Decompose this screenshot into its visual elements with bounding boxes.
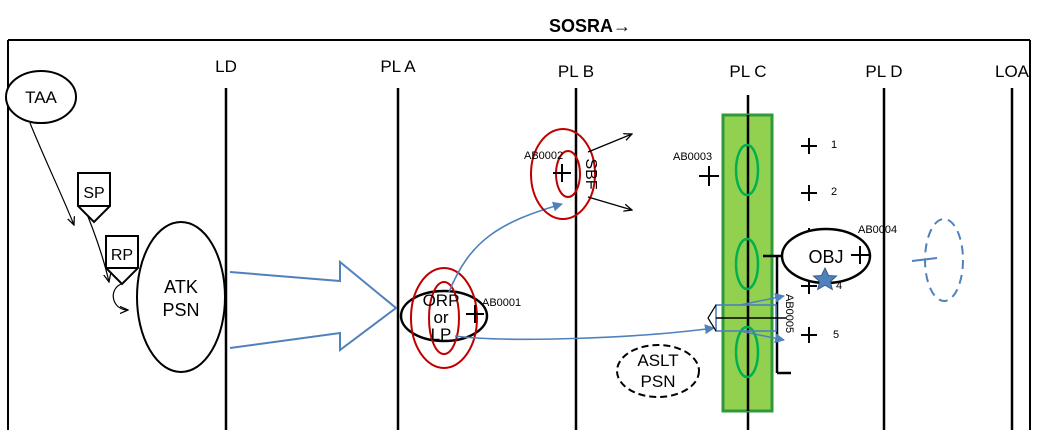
ab0005-chevron: [707, 304, 717, 332]
target-4-label: 4: [836, 280, 842, 292]
orp-outer-ring: [410, 267, 478, 369]
taa-node: [5, 70, 77, 124]
target-5: 5: [801, 327, 839, 343]
band-oval-2: [734, 237, 760, 291]
ab0004-label: AB0004: [858, 224, 897, 236]
phase-label-pl-a: PL A: [380, 57, 416, 76]
phase-label-ld: LD: [215, 57, 237, 76]
diagram-title: SOSRA→: [549, 16, 631, 36]
phase-label-pl-d: PL D: [865, 62, 902, 81]
sp-label: SP: [83, 185, 104, 202]
sbf-fire-arrow-2: [587, 196, 632, 210]
orp-label-3: LP: [431, 325, 452, 344]
ab0005-label: AB0005: [783, 294, 795, 333]
rp-label: RP: [111, 247, 133, 264]
dashed-blue-tick: [911, 257, 938, 262]
objective-star-icon: [812, 266, 838, 291]
sbf-outer-ring: [530, 128, 596, 220]
orp-node: [399, 289, 489, 343]
aslt-psn-label-2: PSN: [641, 372, 676, 391]
ab0003-label: AB0003: [673, 151, 712, 163]
rp-marker: [105, 235, 139, 286]
target-1-label: 1: [831, 139, 837, 151]
route-orp-sbf: [448, 201, 563, 293]
phase-label-pl-c: PL C: [729, 62, 766, 81]
phase-label-loa: LOA: [995, 62, 1030, 81]
sbf-label: SBF: [582, 158, 599, 189]
atk-psn-label-2: PSN: [162, 300, 199, 320]
sp-marker: [77, 172, 111, 224]
aslt-psn-label-1: ASLT: [637, 351, 678, 370]
target-1: 1: [801, 138, 837, 154]
band-oval-1: [734, 143, 760, 197]
ab0005-arrow-up: [739, 292, 785, 306]
sbf-fire-arrow-1: [587, 134, 632, 153]
band-oval-3: [734, 325, 760, 379]
axis-of-advance-arrow: [229, 259, 398, 352]
orp-inner-ring: [428, 281, 460, 355]
ab0002-label: AB0002: [524, 150, 563, 162]
target-5-label: 5: [833, 329, 839, 341]
ab0005-arrow-down: [739, 330, 785, 344]
target-2: 2: [801, 185, 837, 201]
target-2-label: 2: [831, 186, 837, 198]
route-rp-atk: [112, 283, 128, 310]
obj-label: OBJ: [808, 247, 843, 267]
ab0001-label: AB0001: [482, 297, 521, 309]
phase-label-pl-b: PL B: [558, 62, 594, 81]
taa-label: TAA: [25, 88, 57, 107]
orp-label-2: or: [433, 308, 448, 327]
route-orp-assault: [454, 324, 715, 341]
atk-psn-label-1: ATK: [164, 277, 198, 297]
aslt-psn-node: [616, 344, 700, 398]
dashed-blue-position: [924, 218, 964, 302]
route-taa-sp: [29, 122, 74, 225]
orp-label-1: ORP: [423, 291, 460, 310]
atk-psn-node: [136, 221, 226, 373]
